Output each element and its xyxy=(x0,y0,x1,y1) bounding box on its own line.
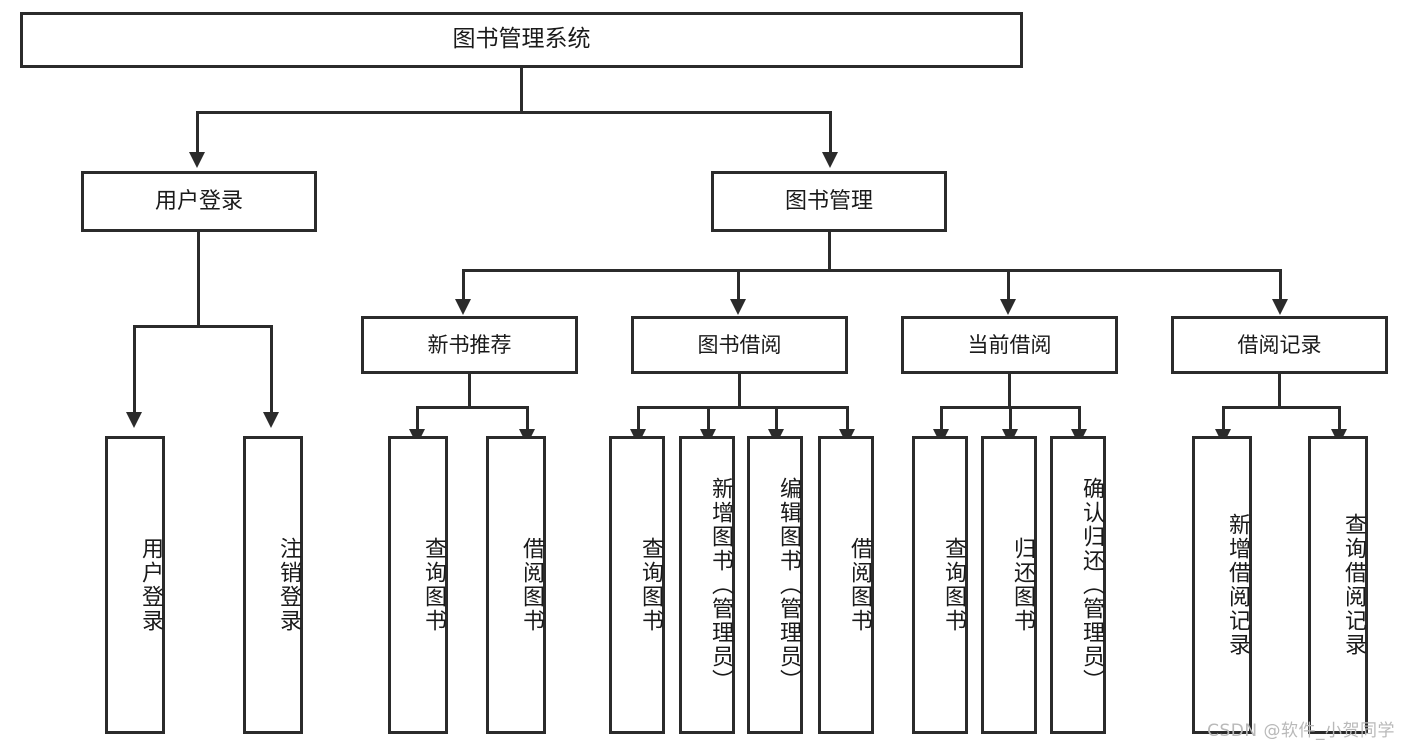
connector-book-borrow-drop-4 xyxy=(846,406,849,430)
connector-level3-bus xyxy=(462,269,1282,272)
connector-new-book-drop-1 xyxy=(416,406,419,430)
connector-borrow-records-bus xyxy=(1222,406,1341,409)
leaf-return-book[interactable]: 归还图书 xyxy=(981,436,1037,734)
connector-current-borrow-drop-3 xyxy=(1078,406,1081,430)
connector-book-borrow-drop-2 xyxy=(707,406,710,430)
arrow-to-current-borrow xyxy=(1000,299,1016,315)
leaf-label: 注销登录 xyxy=(276,537,301,633)
connector-book-management-stem xyxy=(828,232,831,269)
leaf-label: 查询图书 xyxy=(941,537,966,633)
connector-level3-drop-3 xyxy=(1007,269,1010,300)
connector-current-borrow-drop-1 xyxy=(940,406,943,430)
node-root-book-management-system[interactable]: 图书管理系统 xyxy=(20,12,1023,68)
leaf-logout[interactable]: 注销登录 xyxy=(243,436,303,734)
arrow-to-borrow-records xyxy=(1272,299,1288,315)
node-book-borrow[interactable]: 图书借阅 xyxy=(631,316,848,374)
connector-borrow-records-drop-2 xyxy=(1338,406,1341,430)
node-new-book-recommend[interactable]: 新书推荐 xyxy=(361,316,578,374)
leaf-label: 用户登录 xyxy=(138,537,163,633)
leaf-label: 归还图书 xyxy=(1010,537,1035,633)
node-label: 图书管理 xyxy=(784,188,873,214)
connector-user-login-bus xyxy=(133,325,272,328)
connector-book-borrow-stem xyxy=(738,374,741,406)
connector-user-login-stem xyxy=(197,232,200,325)
node-label: 新书推荐 xyxy=(427,332,512,357)
leaf-label: 查询图书 xyxy=(421,537,446,633)
connector-user-login-drop-1 xyxy=(133,325,136,413)
arrow-to-leaf-logout xyxy=(263,412,279,428)
connector-book-borrow-bus xyxy=(637,406,849,409)
arrow-to-user-login xyxy=(189,152,205,168)
csdn-watermark: CSDN @软件_小贺同学 xyxy=(1207,721,1395,741)
connector-root-drop-1 xyxy=(196,111,199,153)
connector-level3-drop-4 xyxy=(1279,269,1282,300)
connector-level3-drop-2 xyxy=(737,269,740,300)
leaf-borrow-book-recommend[interactable]: 借阅图书 xyxy=(486,436,546,734)
leaf-add-borrow-record[interactable]: 新增借阅记录 xyxy=(1192,436,1252,734)
node-label: 图书借阅 xyxy=(697,332,782,357)
leaf-add-book-admin[interactable]: 新增图书（管理员） xyxy=(679,436,735,734)
leaf-edit-book-admin[interactable]: 编辑图书（管理员） xyxy=(747,436,803,734)
connector-new-book-stem xyxy=(468,374,471,406)
connector-root-drop-2 xyxy=(829,111,832,153)
leaf-borrow-book[interactable]: 借阅图书 xyxy=(818,436,874,734)
node-user-login[interactable]: 用户登录 xyxy=(81,171,317,232)
arrow-to-book-management xyxy=(822,152,838,168)
connector-borrow-records-drop-1 xyxy=(1222,406,1225,430)
leaf-label: 查询图书 xyxy=(638,537,663,633)
leaf-query-book-current[interactable]: 查询图书 xyxy=(912,436,968,734)
arrow-to-leaf-user-login xyxy=(126,412,142,428)
node-label: 图书管理系统 xyxy=(452,26,591,53)
connector-borrow-records-stem xyxy=(1278,374,1281,406)
connector-new-book-bus xyxy=(416,406,529,409)
leaf-confirm-return-admin[interactable]: 确认归还（管理员） xyxy=(1050,436,1106,734)
leaf-label: 借阅图书 xyxy=(519,537,544,633)
leaf-label: 编辑图书（管理员） xyxy=(776,477,801,693)
node-label: 当前借阅 xyxy=(967,332,1052,357)
leaf-user-login[interactable]: 用户登录 xyxy=(105,436,165,734)
node-label: 借阅记录 xyxy=(1237,332,1322,357)
leaf-label: 查询借阅记录 xyxy=(1341,513,1366,657)
leaf-query-book-borrow[interactable]: 查询图书 xyxy=(609,436,665,734)
arrow-to-book-borrow xyxy=(730,299,746,315)
connector-current-borrow-drop-2 xyxy=(1009,406,1012,430)
connector-current-borrow-stem xyxy=(1008,374,1011,406)
leaf-query-borrow-record[interactable]: 查询借阅记录 xyxy=(1308,436,1368,734)
connector-new-book-drop-2 xyxy=(526,406,529,430)
leaf-label: 新增图书（管理员） xyxy=(708,477,733,693)
connector-book-borrow-drop-3 xyxy=(775,406,778,430)
leaf-label: 新增借阅记录 xyxy=(1225,513,1250,657)
leaf-label: 确认归还（管理员） xyxy=(1079,477,1104,693)
connector-book-borrow-drop-1 xyxy=(637,406,640,430)
node-borrow-records[interactable]: 借阅记录 xyxy=(1171,316,1388,374)
connector-user-login-drop-2 xyxy=(270,325,273,413)
leaf-query-book-recommend[interactable]: 查询图书 xyxy=(388,436,448,734)
node-current-borrow[interactable]: 当前借阅 xyxy=(901,316,1118,374)
node-label: 用户登录 xyxy=(154,188,243,214)
connector-root-bus xyxy=(196,111,832,114)
arrow-to-new-book-recommend xyxy=(455,299,471,315)
node-book-management[interactable]: 图书管理 xyxy=(711,171,947,232)
connector-level3-drop-1 xyxy=(462,269,465,300)
connector-root-stem xyxy=(520,68,523,111)
leaf-label: 借阅图书 xyxy=(847,537,872,633)
